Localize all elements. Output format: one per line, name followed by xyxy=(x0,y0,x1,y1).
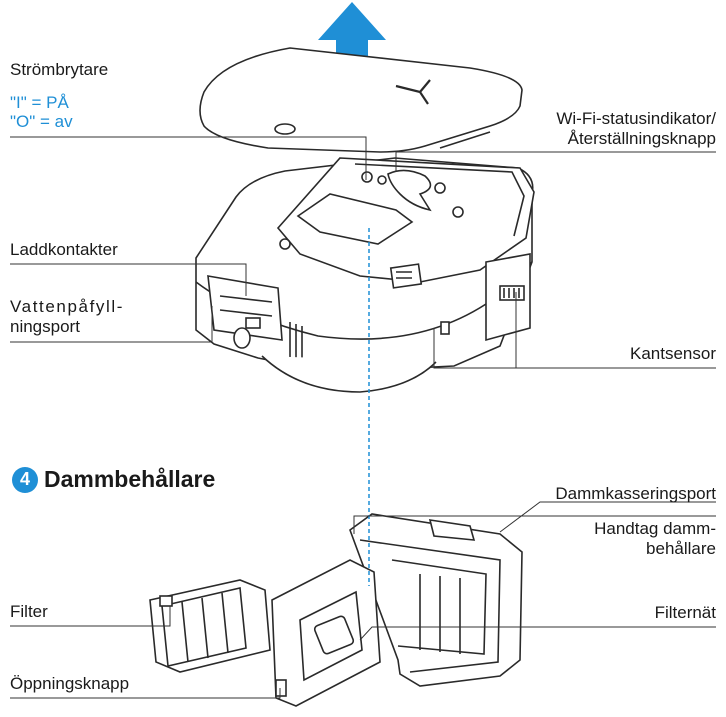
power-off-label: "O" = av xyxy=(10,112,73,131)
filter-label: Filter xyxy=(10,602,48,621)
filter-net-label: Filternät xyxy=(654,603,716,622)
section-heading: 4 Dammbehållare xyxy=(12,466,215,493)
wifi-indicator-label-line1: Wi-Fi-statusindikator/ xyxy=(556,109,716,128)
robot-lid xyxy=(199,47,523,153)
robot-body xyxy=(195,157,535,393)
dust-bin-illustration xyxy=(271,513,523,707)
filter-illustration xyxy=(149,579,271,673)
edge-sensor-label: Kantsensor xyxy=(630,344,716,363)
water-port-label-line2: ningsport xyxy=(10,317,80,336)
charging-contacts-label: Laddkontakter xyxy=(10,240,118,259)
section-title: Dammbehållare xyxy=(44,466,216,492)
power-switch-label: Strömbrytare xyxy=(10,60,109,79)
open-button-label: Öppningsknapp xyxy=(10,674,130,693)
power-on-label: "I" = PÅ xyxy=(10,93,69,112)
bin-handle-label-line1: Handtag damm- xyxy=(594,519,716,538)
leader-lines xyxy=(10,136,716,699)
dust-port-label: Dammkasseringsport xyxy=(555,484,716,503)
section-number-badge: 4 xyxy=(12,466,38,493)
wifi-indicator-label-line2: Återställningsknapp xyxy=(567,129,716,148)
bin-handle-label-line2: behållare xyxy=(646,539,716,558)
water-port-label-line1: Vattenpåfyll- xyxy=(10,297,125,316)
